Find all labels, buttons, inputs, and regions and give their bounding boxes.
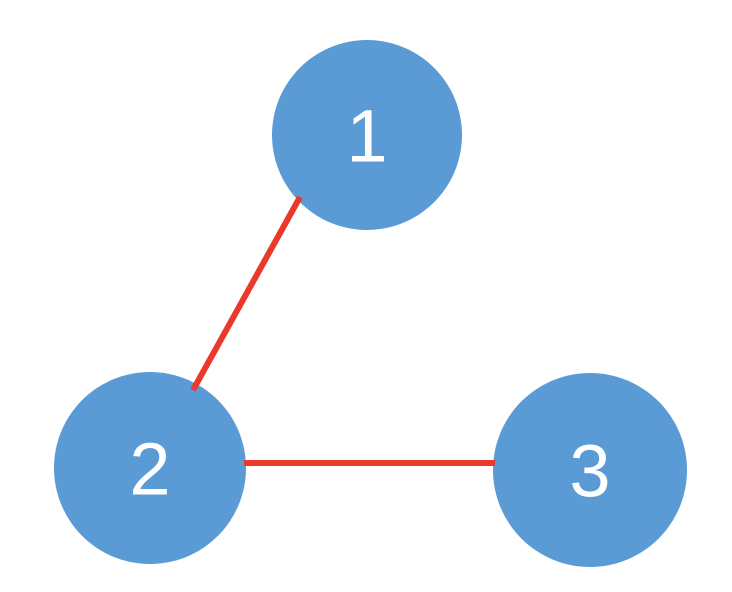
node-1 — [272, 40, 462, 230]
edge-1-2 — [190, 195, 303, 392]
node-label-2: 2 — [129, 428, 170, 511]
node-2 — [54, 372, 246, 564]
node-label-1: 1 — [346, 95, 387, 178]
node-3 — [493, 373, 687, 567]
node-label-3: 3 — [569, 430, 610, 513]
